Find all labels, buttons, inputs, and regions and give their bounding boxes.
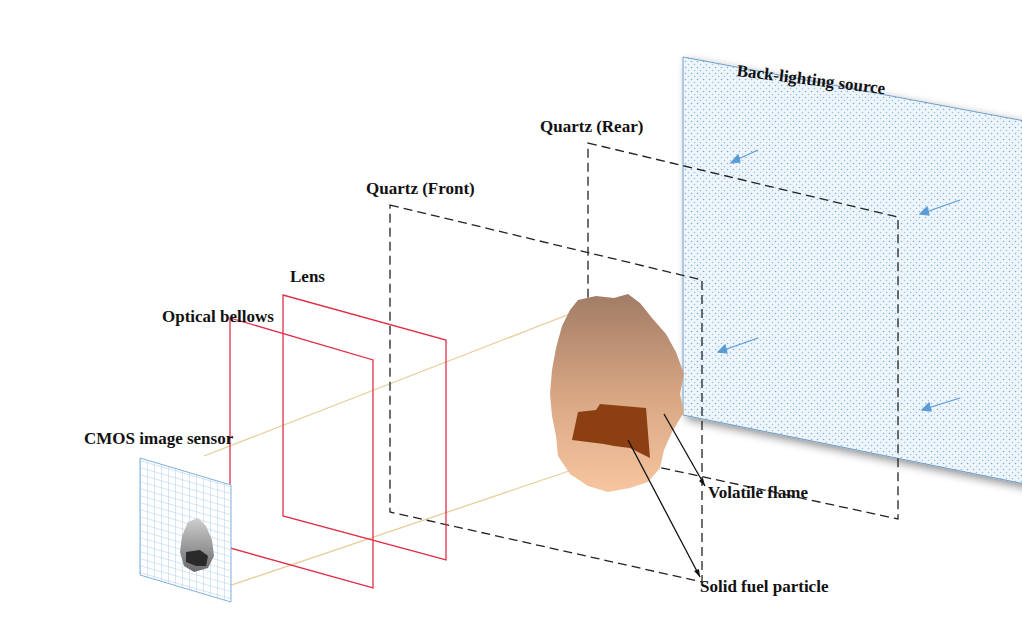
ray-line: [205, 470, 572, 594]
part-label: CMOS image sensor: [84, 430, 233, 449]
callout-label: Volatile flame: [708, 484, 808, 503]
callout-label: Solid fuel particle: [700, 578, 828, 597]
sensor-image: [180, 518, 214, 572]
bellows-frame: [230, 318, 373, 588]
leader-line: [628, 440, 700, 577]
sensor-image-particle: [186, 550, 208, 566]
leader-line: [664, 414, 705, 486]
backlight-panel: [683, 57, 1022, 485]
part-label: Quartz (Rear): [540, 118, 643, 137]
lens-frame: [283, 295, 446, 560]
part-label: Lens: [290, 268, 325, 287]
volatile-flame: [550, 294, 684, 492]
part-label: Optical bellows: [162, 308, 274, 327]
quartz-front-window: [390, 205, 702, 582]
part-label: Quartz (Front): [366, 180, 475, 199]
solid-fuel-particle: [572, 404, 650, 458]
cmos-sensor: [140, 458, 231, 602]
light-arrows: [718, 150, 960, 411]
